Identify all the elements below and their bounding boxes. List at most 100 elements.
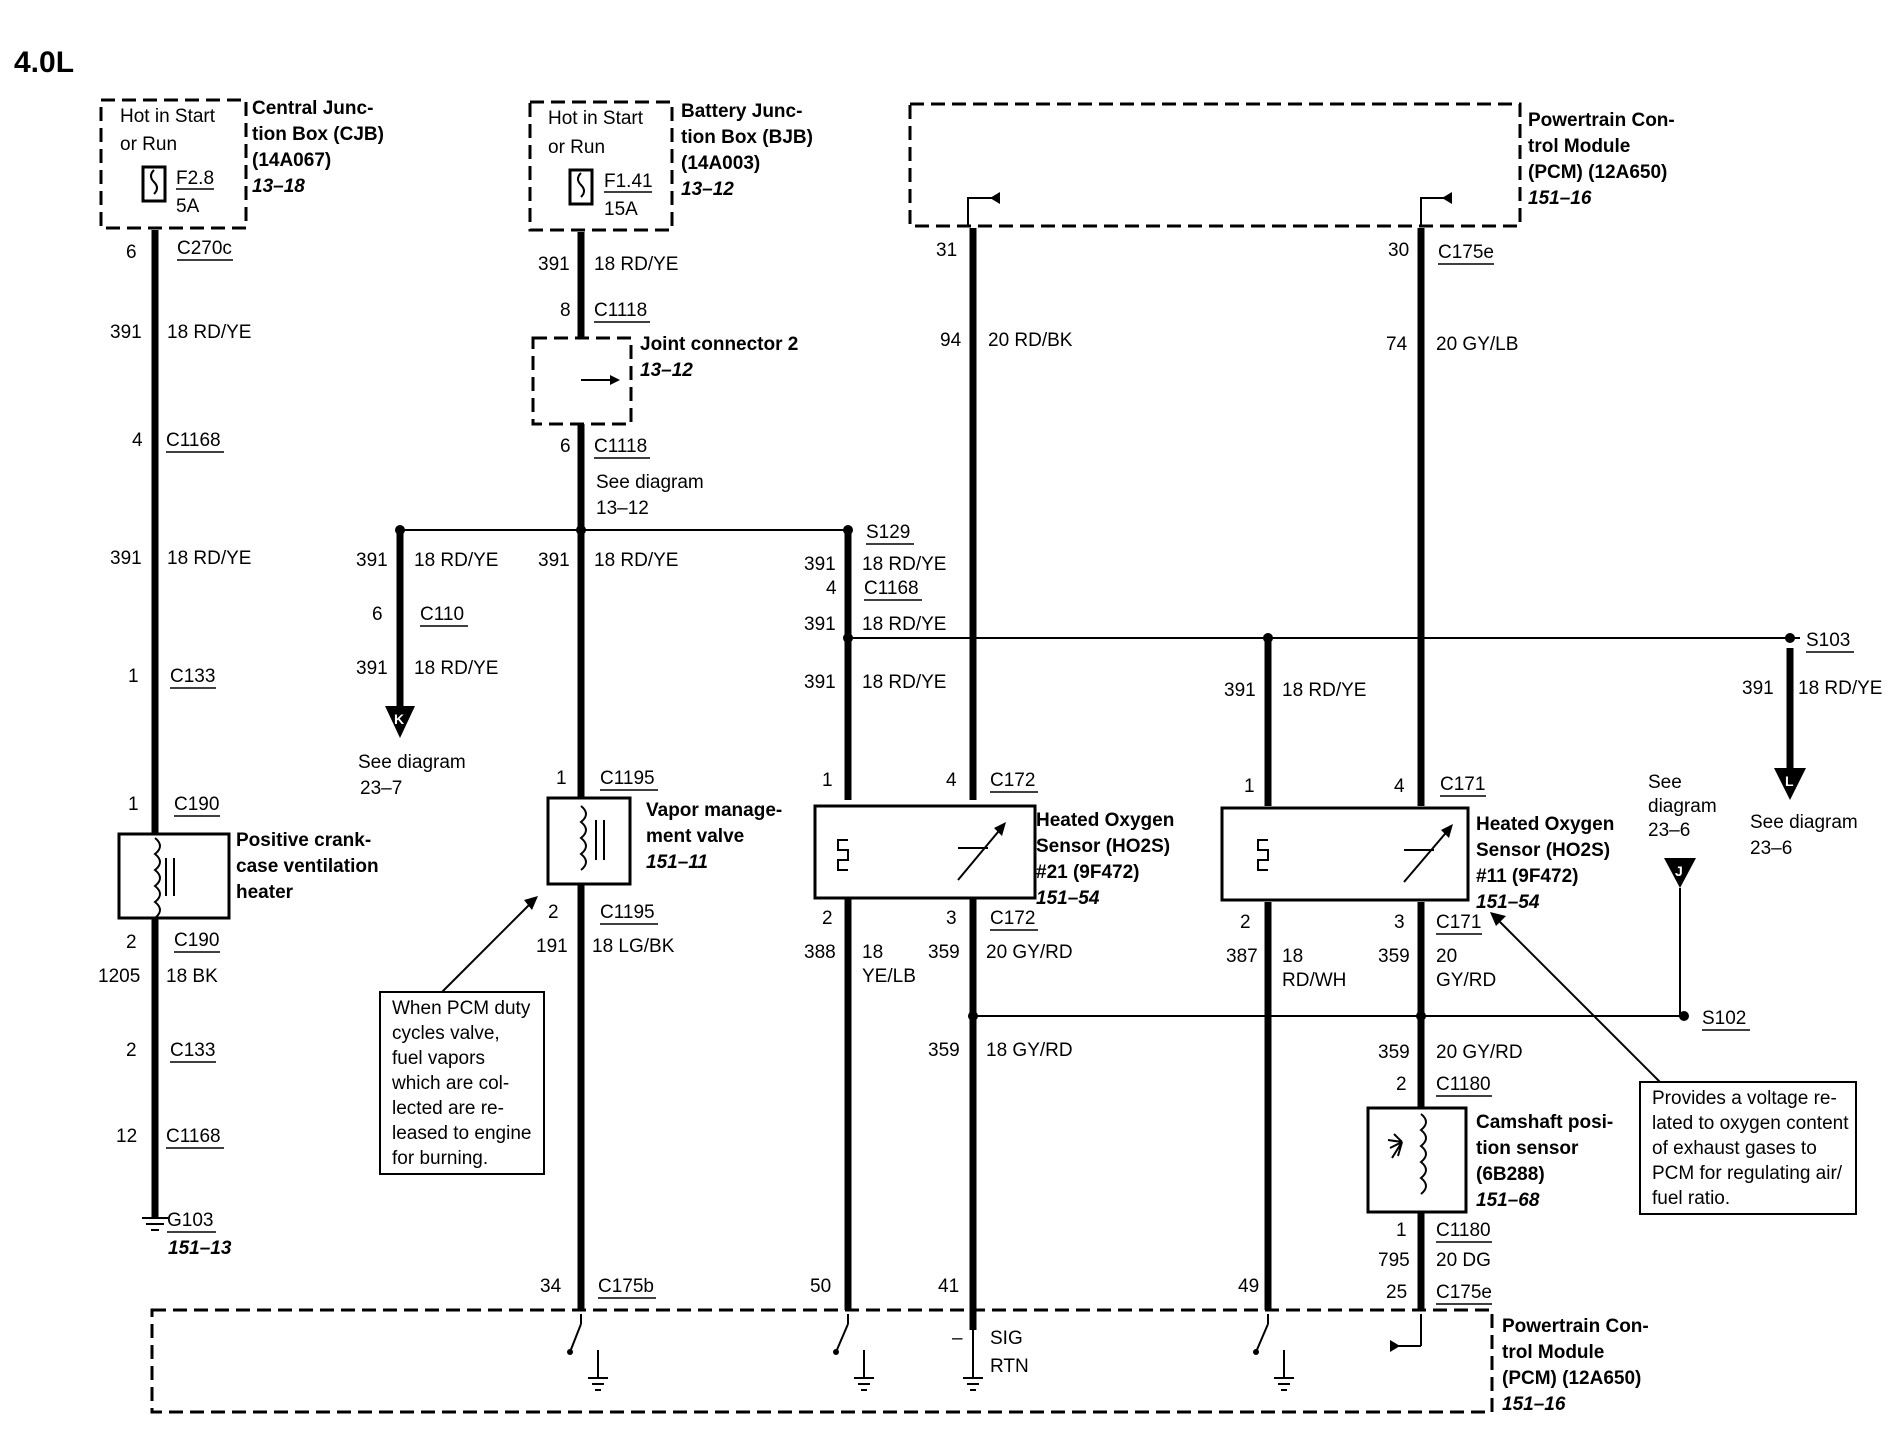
wire-spec: 20 GY/RD bbox=[1436, 1042, 1523, 1063]
cjb-fuse-amp: 5A bbox=[176, 196, 200, 217]
heater-element-icon bbox=[837, 839, 849, 871]
connector-c133: C133 bbox=[170, 1040, 215, 1061]
pointer-arrow-icon bbox=[524, 896, 538, 910]
see-diagram-text: See diagram bbox=[1750, 812, 1858, 833]
see-diagram-text: See diagram bbox=[358, 752, 466, 773]
splice-dot bbox=[1416, 1011, 1426, 1021]
circuit-label: 391 bbox=[356, 658, 388, 679]
central-junction-box: Hot in Start or Run F2.8 5A Central Junc… bbox=[99, 98, 384, 230]
wire-spec: 20 bbox=[1436, 946, 1457, 967]
ho21-name-1: Heated Oxygen bbox=[1036, 810, 1174, 831]
circuit-label: 94 bbox=[940, 330, 962, 351]
pin-label: 12 bbox=[116, 1126, 137, 1147]
pin-label: 4 bbox=[1394, 776, 1405, 797]
pin-label: 6 bbox=[372, 604, 383, 625]
vmv-name-1: Vapor manage- bbox=[646, 800, 782, 821]
bjb-hot-text-1: Hot in Start bbox=[548, 108, 644, 129]
see-diagram-ref: 23–7 bbox=[360, 778, 402, 799]
connector-c171: C171 bbox=[1440, 774, 1485, 795]
minus-label: – bbox=[952, 1328, 963, 1349]
circuit-label: 191 bbox=[536, 936, 568, 957]
cjb-ref: 13–18 bbox=[252, 176, 305, 197]
wire-spec: 18 RD/YE bbox=[414, 658, 498, 679]
ground-icon bbox=[142, 1217, 168, 1231]
ho2s-note: Provides a voltage re- lated to oxygen c… bbox=[1490, 912, 1857, 1215]
ho2s-note-line: Provides a voltage re- bbox=[1652, 1088, 1837, 1109]
vmv-note-line: fuel vapors bbox=[392, 1048, 485, 1069]
splice-s103: S103 bbox=[1806, 630, 1850, 651]
cjb-name-1: Central Junc- bbox=[252, 98, 373, 119]
pcm-top-dashed-box bbox=[908, 102, 1522, 228]
ho21-name-2: Sensor (HO2S) bbox=[1036, 836, 1170, 857]
pcm-bottom-module: Powertrain Con- trol Module (PCM) (12A65… bbox=[150, 1308, 1649, 1415]
pin-label: 49 bbox=[1238, 1276, 1259, 1297]
see-text: See bbox=[1648, 772, 1682, 793]
battery-junction-box: Hot in Start or Run F1.41 15A Battery Ju… bbox=[528, 100, 813, 232]
circuit-label: 359 bbox=[928, 1040, 960, 1061]
see-diagram-ref: 23–6 bbox=[1750, 838, 1792, 859]
cjb-hot-text-1: Hot in Start bbox=[120, 106, 216, 127]
circuit-label: 359 bbox=[928, 942, 960, 963]
see-diagram-ref: 23–6 bbox=[1648, 820, 1690, 841]
wire-spec: 18 bbox=[862, 942, 883, 963]
ho2s11-box bbox=[1220, 806, 1470, 902]
pin-label: 1 bbox=[556, 768, 567, 789]
splice-dot bbox=[1785, 633, 1795, 643]
wire-spec: 18 RD/YE bbox=[414, 550, 498, 571]
bjb-fuse-label: F1.41 bbox=[604, 171, 653, 192]
vmv-note-line: lected are re- bbox=[392, 1098, 504, 1119]
circuit-label: 1205 bbox=[98, 966, 140, 987]
cam-name-1: Camshaft posi- bbox=[1476, 1112, 1613, 1133]
see-diagram-ref: 13–12 bbox=[596, 498, 649, 519]
vapor-valve-box bbox=[546, 796, 632, 886]
ho2s21-box bbox=[813, 804, 1037, 900]
connector-c270c: C270c bbox=[177, 238, 232, 259]
vmv-note: When PCM duty cycles valve, fuel vapors … bbox=[379, 896, 545, 1175]
pcm-bot-name-2: trol Module bbox=[1502, 1342, 1604, 1363]
diagram-text: diagram bbox=[1648, 796, 1717, 817]
switch-ground-icon bbox=[1253, 1314, 1294, 1391]
ho2s11-signal: 30 C175e 74 20 GY/LB 4 C171 Heated Oxyge… bbox=[1220, 228, 1614, 1310]
pin-label: 2 bbox=[548, 902, 559, 923]
bjb-name-3: (14A003) bbox=[681, 153, 760, 174]
ho2s-note-line: PCM for regulating air/ bbox=[1652, 1163, 1843, 1184]
pin-label: 31 bbox=[936, 240, 957, 261]
circuit-label: 388 bbox=[804, 942, 836, 963]
arrow-icon bbox=[610, 375, 620, 385]
bjb-ref: 13–12 bbox=[681, 179, 734, 200]
wire-spec: 18 RD/YE bbox=[594, 550, 678, 571]
ho2s21-feed: S129 391 18 RD/YE 4 C1168 391 18 RD/YE 3… bbox=[804, 522, 946, 1310]
pin-label: 1 bbox=[822, 770, 833, 791]
vmv-note-line: which are col- bbox=[391, 1073, 509, 1094]
wire-spec: YE/LB bbox=[862, 966, 916, 987]
connector-c171: C171 bbox=[1436, 912, 1481, 933]
connector-c190: C190 bbox=[174, 794, 219, 815]
connector-c172: C172 bbox=[990, 908, 1035, 929]
s102-branch: See diagram 23–6 J S102 bbox=[1648, 772, 1750, 1031]
circuit-label: 359 bbox=[1378, 1042, 1410, 1063]
arrow-j-letter: J bbox=[1675, 863, 1683, 879]
joint-connector-name: Joint connector 2 bbox=[640, 334, 798, 355]
bjb-dashed-box bbox=[528, 100, 674, 232]
sensor-coil-icon bbox=[1419, 1113, 1427, 1195]
ho11-name-1: Heated Oxygen bbox=[1476, 814, 1614, 835]
pin-label: 4 bbox=[826, 578, 837, 599]
ho2s-note-line: fuel ratio. bbox=[1652, 1188, 1730, 1209]
cjb-name-2: tion Box (CJB) bbox=[252, 124, 384, 145]
wire-spec: 18 LG/BK bbox=[592, 936, 675, 957]
connector-c1168: C1168 bbox=[864, 578, 919, 599]
wire-spec: 18 RD/YE bbox=[1798, 678, 1882, 699]
wire-spec: 18 RD/YE bbox=[862, 614, 946, 635]
pcm-top-module: Powertrain Con- trol Module (PCM) (12A65… bbox=[908, 102, 1675, 228]
circuit-label: 391 bbox=[1742, 678, 1774, 699]
connector-c110: C110 bbox=[420, 604, 464, 625]
fuse-icon bbox=[141, 165, 167, 203]
ho11-name-3: #11 (9F472) bbox=[1476, 866, 1578, 887]
connector-c1195: C1195 bbox=[600, 902, 655, 923]
wire-spec: 18 RD/YE bbox=[594, 254, 678, 275]
circuit-label: 74 bbox=[1386, 334, 1408, 355]
arrow-k-letter: K bbox=[394, 711, 404, 727]
pin-label: 4 bbox=[132, 430, 143, 451]
bjb-name-2: tion Box (BJB) bbox=[681, 127, 813, 148]
ho2s-note-line: of exhaust gases to bbox=[1652, 1138, 1817, 1159]
